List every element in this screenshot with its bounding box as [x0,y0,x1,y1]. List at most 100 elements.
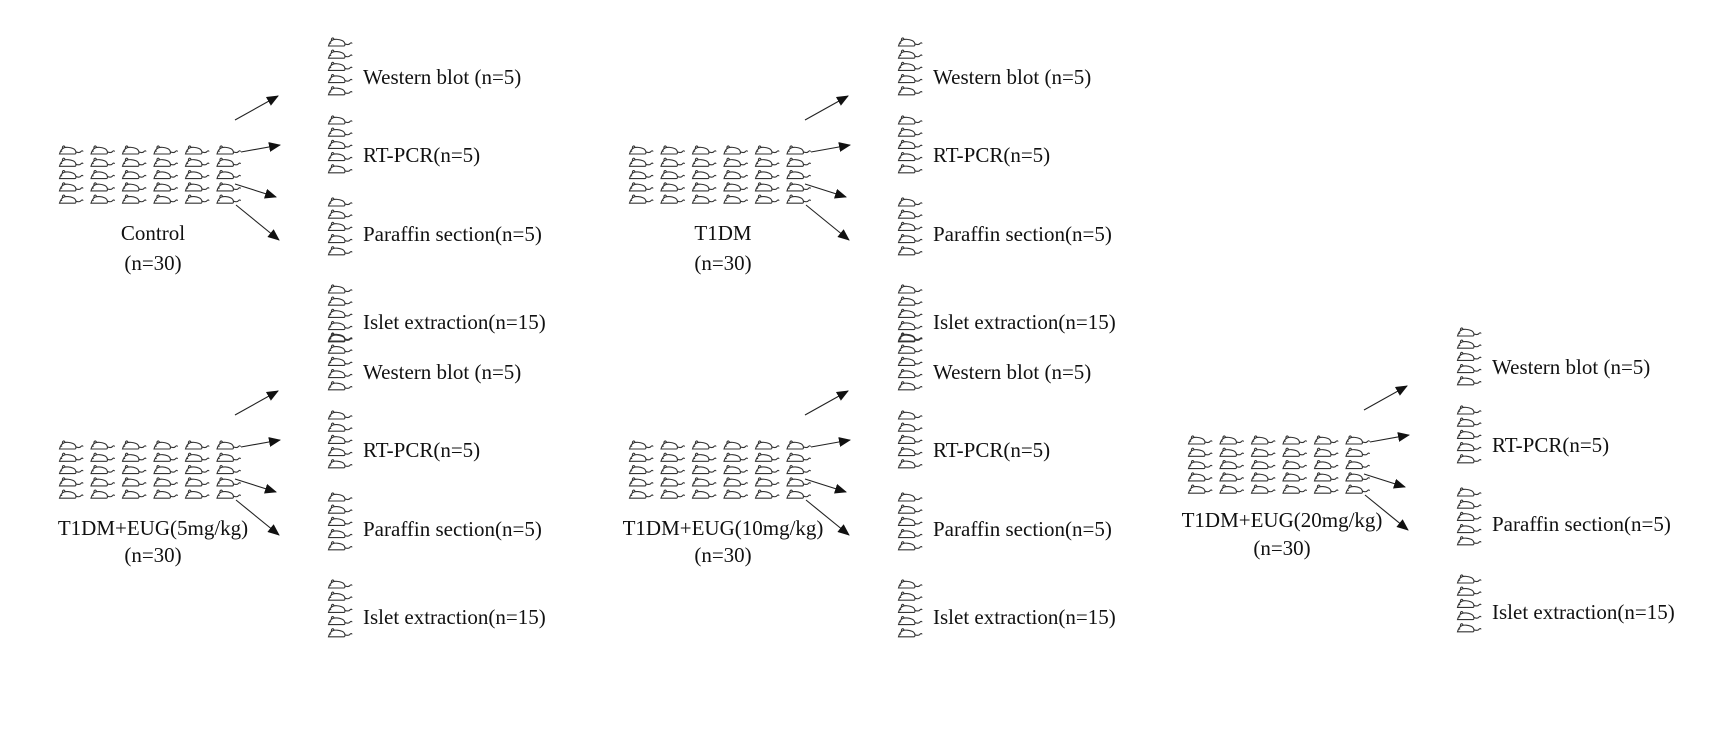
mouse-grid [58,438,248,504]
mouse-icon [327,422,353,432]
arrow-3 [235,204,280,241]
mouse-icon [754,157,780,167]
mouse-stack [327,282,355,344]
mouse-stack [1456,485,1484,547]
arrow-3 [235,499,280,536]
branch-label: Islet extraction(n=15) [363,605,546,629]
mouse-icon [1219,484,1245,494]
mouse-icon [58,157,84,167]
mouse-icon [90,489,116,499]
mouse-icon [660,182,686,192]
mouse-icon [897,356,923,366]
mouse-icon [1456,536,1482,546]
mouse-icon [897,308,923,318]
mouse-icon [216,169,242,180]
branch-label: Western blot (n=5) [363,65,522,89]
mouse-icon [1456,339,1482,349]
mouse-icon [184,489,210,499]
group-name: Control [120,221,186,245]
mouse-icon [723,477,749,487]
mouse-icon [327,308,353,318]
mouse-icon [754,182,780,192]
mouse-icon [628,440,654,450]
mouse-icon [897,221,923,231]
branch-label: Western blot (n=5) [363,360,522,384]
mouse-icon [897,197,923,207]
mouse-icon [897,49,923,59]
mouse-icon [216,157,242,167]
mouse-icon [897,127,923,137]
mouse-icon [660,464,686,475]
mouse-icon [897,284,923,294]
branch-label: RT-PCR(n=5) [363,143,481,167]
mouse-icon [327,381,353,391]
mouse-stack [327,35,355,97]
mouse-icon [786,194,812,204]
branch-label: RT-PCR(n=5) [933,143,1051,167]
mouse-icon [691,489,717,499]
mouse-icon [1456,327,1482,337]
mouse-icon [1313,435,1339,445]
mouse-icon [897,492,923,502]
mouse-icon [786,452,812,462]
mouse-icon [90,477,116,487]
group-panel-control: Control (n=30) Western blot (n=5)RT-PCR(… [58,37,618,443]
mouse-icon [897,615,923,626]
mouse-icon [723,157,749,167]
mouse-icon [1456,598,1482,608]
arrow-0 [234,95,279,121]
mouse-icon [1456,523,1482,534]
mouse-icon [754,194,780,204]
mouse-icon [58,145,84,155]
mouse-icon [691,169,717,180]
mouse-icon [1456,487,1482,497]
mouse-stack [327,113,355,175]
mouse-icon [897,246,923,256]
branch-label: Islet extraction(n=15) [933,310,1116,334]
group-name: T1DM+EUG(10mg/kg) [622,516,824,540]
mouse-icon [121,157,147,167]
mouse-icon [327,591,353,601]
mouse-icon [1219,447,1245,457]
mouse-stack [897,35,925,97]
mouse-icon [754,440,780,450]
mouse-icon [786,182,812,192]
mouse-icon [58,440,84,450]
mouse-icon [58,452,84,462]
branch-label: Paraffin section(n=5) [933,222,1112,246]
mouse-icon [184,157,210,167]
mouse-stack [1456,403,1484,465]
mouse-icon [897,164,923,174]
mouse-icon [58,194,84,204]
mouse-icon [786,440,812,450]
mouse-icon [897,37,923,47]
mouse-icon [327,115,353,125]
mouse-icon [897,516,923,526]
mouse-icon [628,194,654,204]
mouse-icon [897,73,923,84]
mouse-icon [691,477,717,487]
mouse-icon [1187,447,1213,457]
mouse-icon [723,464,749,475]
group-panel-eug-10: T1DM+EUG(10mg/kg) (n=30) Western blot (n… [623,332,1188,738]
mouse-icon [90,169,116,180]
mouse-icon [1187,484,1213,494]
mouse-icon [786,169,812,180]
mouse-icon [897,381,923,391]
mouse-icon [121,182,147,192]
mouse-icon [628,182,654,192]
mouse-icon [754,452,780,462]
mouse-stack [1456,572,1484,634]
mouse-grid-svg [58,440,242,499]
mouse-icon [327,86,353,96]
mouse-icon [327,284,353,294]
mouse-icon [216,194,242,204]
mouse-grid [1187,433,1377,499]
mouse-icon [628,169,654,180]
mouse-icon [58,169,84,180]
mouse-icon [691,182,717,192]
mouse-icon [786,489,812,499]
mouse-icon [1456,417,1482,427]
mouse-icon [327,197,353,207]
arrow-3 [805,204,850,241]
